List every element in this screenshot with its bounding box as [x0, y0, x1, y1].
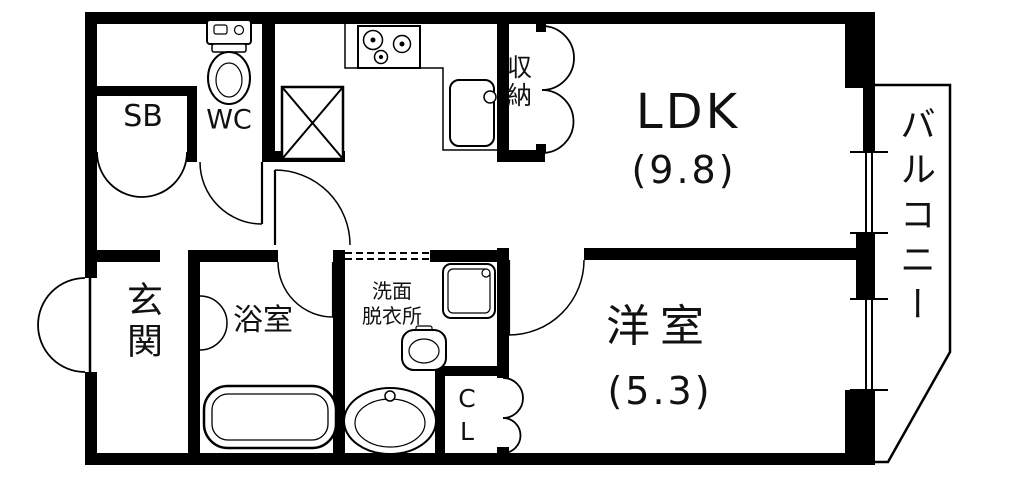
bathtub-icon	[202, 384, 338, 450]
room-label-shoe-box: SB	[123, 99, 163, 134]
washroom-sliding-door	[345, 252, 432, 260]
bath-counter-icon	[199, 295, 228, 351]
washbasin-icon	[401, 325, 447, 371]
walls	[85, 12, 875, 465]
utility-sink-icon	[343, 387, 437, 455]
stove-icon	[357, 25, 421, 69]
room-label-entrance: 玄関	[121, 281, 162, 363]
pipe-space-x-icon	[280, 85, 345, 161]
room-label-washroom-line1: 洗面	[372, 279, 412, 303]
room-label-washroom-line2: 脱衣所	[362, 304, 422, 328]
entrance-door-arc	[37, 277, 92, 373]
room-size-western-room: (5.3)	[607, 369, 713, 413]
window-western-room	[850, 298, 888, 391]
washing-machine-icon	[442, 263, 496, 319]
room-label-western-room: 洋室	[606, 301, 714, 352]
wc-door-arc	[199, 161, 264, 225]
western-room-door-arc	[507, 259, 585, 336]
room-label-ldk: LDK	[635, 84, 741, 140]
kitchen-sink-icon	[449, 79, 497, 147]
shoe-box-double-doors	[96, 151, 188, 198]
balcony-outline	[875, 83, 952, 464]
hall-ldk-door-arc	[273, 169, 351, 246]
bathroom-door-arc	[277, 261, 335, 318]
closet-folding-doors	[502, 377, 524, 454]
kitchen-counter	[344, 24, 497, 151]
window-ldk	[850, 151, 888, 234]
room-label-storage: 収納	[503, 54, 533, 110]
room-label-closet: CL	[452, 384, 482, 450]
room-size-ldk: (9.8)	[631, 148, 737, 192]
room-label-balcony: バルコニー	[894, 105, 935, 331]
room-label-bathroom: 浴室	[233, 303, 293, 338]
toilet-icon	[206, 19, 252, 105]
storage-folding-doors	[541, 25, 575, 154]
room-label-wc: WC	[206, 104, 252, 136]
